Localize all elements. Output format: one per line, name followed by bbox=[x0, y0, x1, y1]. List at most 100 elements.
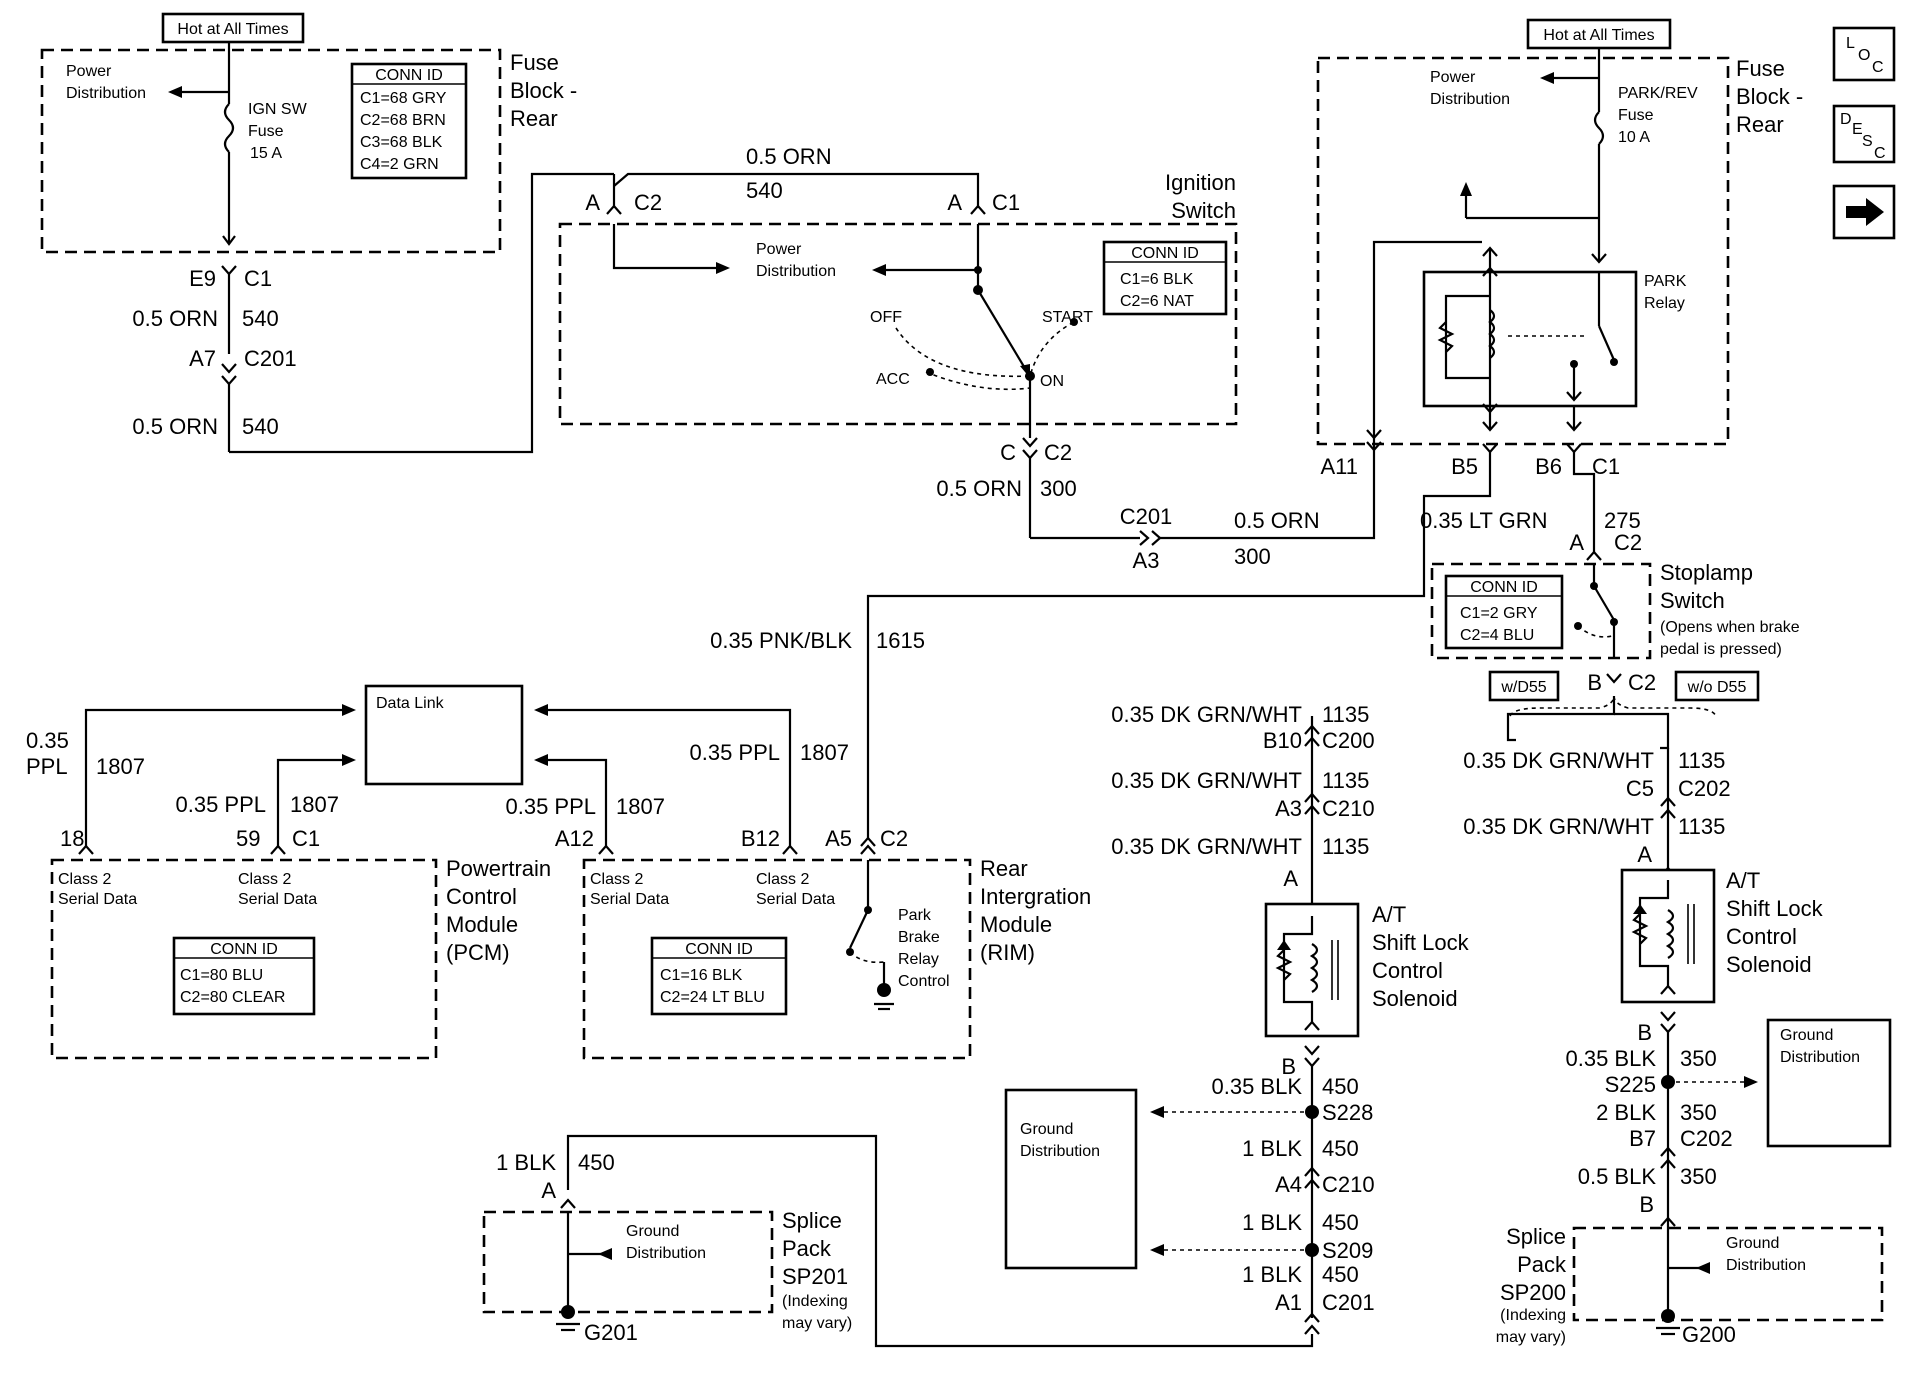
svg-text:(RIM): (RIM) bbox=[980, 940, 1035, 965]
svg-text:Distribution: Distribution bbox=[1430, 91, 1510, 108]
fuse-block-outline-right bbox=[1316, 56, 1730, 446]
svg-text:Serial Data: Serial Data bbox=[590, 891, 669, 908]
svg-text:540: 540 bbox=[746, 178, 783, 203]
svg-text:C201: C201 bbox=[1322, 1290, 1375, 1315]
svg-text:SP200: SP200 bbox=[1500, 1280, 1566, 1305]
svg-text:C1: C1 bbox=[992, 190, 1020, 215]
svg-text:0.35 PPL: 0.35 PPL bbox=[175, 792, 266, 817]
stoplamp-switch-outline bbox=[1430, 562, 1652, 660]
hot-at-all-times-text-left: Hot at All Times bbox=[177, 21, 288, 38]
svg-text:(Indexing: (Indexing bbox=[782, 1293, 848, 1310]
hot-at-all-times-label-right bbox=[1526, 18, 1672, 50]
svg-text:1135: 1135 bbox=[1322, 768, 1369, 793]
svg-text:Shift Lock: Shift Lock bbox=[1726, 896, 1824, 921]
svg-text:C2: C2 bbox=[1044, 440, 1072, 465]
svg-text:Control: Control bbox=[898, 973, 950, 990]
svg-text:Class 2: Class 2 bbox=[58, 871, 111, 888]
svg-text:1135: 1135 bbox=[1678, 814, 1725, 839]
svg-text:C2=6 NAT: C2=6 NAT bbox=[1120, 293, 1194, 310]
svg-text:1135: 1135 bbox=[1322, 834, 1369, 859]
data-link: Data Link 0.35 PPL 1807 0.35 PPL 1807 0.… bbox=[26, 684, 849, 846]
solenoid-coil-icon-left bbox=[1309, 943, 1319, 993]
svg-text:300: 300 bbox=[1234, 544, 1271, 569]
svg-text:C1=16 BLK: C1=16 BLK bbox=[660, 967, 743, 984]
svg-text:C201: C201 bbox=[244, 346, 297, 371]
next-page-button[interactable] bbox=[1832, 184, 1896, 240]
svg-text:Distribution: Distribution bbox=[1780, 1049, 1860, 1066]
rear-integration-module: Rear Intergration Module (RIM) A12 B12 A… bbox=[555, 826, 1091, 1060]
fuse-block-title-left: Fuse bbox=[510, 50, 559, 75]
svg-text:w/o D55: w/o D55 bbox=[1687, 679, 1747, 696]
svg-text:w/D55: w/D55 bbox=[1500, 679, 1546, 696]
rim-outline bbox=[582, 858, 972, 1060]
shift-lock-solenoid-right: 0.35 DK GRN/WHT 1135 C5 C202 0.35 DK GRN… bbox=[1463, 748, 1892, 1228]
svg-text:CONN ID: CONN ID bbox=[210, 941, 278, 958]
conn-id-table-ignition: CONN ID C1=6 BLK C2=6 NAT bbox=[1102, 240, 1228, 316]
svg-text:450: 450 bbox=[1322, 1074, 1359, 1099]
splice-s225: S225 bbox=[1605, 1072, 1656, 1097]
svg-text:D: D bbox=[1840, 111, 1852, 128]
sp201-outline bbox=[482, 1210, 774, 1314]
svg-text:ON: ON bbox=[1040, 373, 1064, 390]
svg-text:C2: C2 bbox=[880, 826, 908, 851]
svg-text:C: C bbox=[1872, 59, 1884, 76]
svg-text:B: B bbox=[1281, 1054, 1296, 1079]
svg-text:540: 540 bbox=[242, 414, 279, 439]
description-button[interactable]: D E S C bbox=[1832, 104, 1896, 164]
svg-text:Module: Module bbox=[980, 912, 1052, 937]
ground-distribution-box-left bbox=[1004, 1088, 1138, 1270]
fuse-block-outline-left bbox=[40, 48, 502, 254]
svg-text:1 BLK: 1 BLK bbox=[1242, 1210, 1302, 1235]
power-distribution-label-ignition: Power bbox=[756, 241, 802, 258]
svg-text:1615: 1615 bbox=[876, 628, 925, 653]
ignition-switch: Ignition Switch Power Distribution OFF S… bbox=[558, 170, 1238, 438]
svg-text:A3: A3 bbox=[1275, 796, 1302, 821]
hot-at-all-times-label-left bbox=[161, 12, 305, 44]
ground-distribution-box-right bbox=[1766, 1018, 1892, 1148]
svg-text:Control: Control bbox=[446, 884, 517, 909]
svg-text:C202: C202 bbox=[1678, 776, 1731, 801]
fuse-block-title-right: Fuse bbox=[1736, 56, 1785, 81]
conn-id-table-pcm: CONN ID C1=80 BLU C2=80 CLEAR bbox=[172, 936, 316, 1016]
svg-text:0.5 ORN: 0.5 ORN bbox=[746, 144, 832, 169]
svg-text:A: A bbox=[541, 1178, 556, 1203]
svg-text:Fuse: Fuse bbox=[1618, 107, 1654, 124]
sp200-outline bbox=[1572, 1226, 1884, 1322]
svg-text:A1: A1 bbox=[1275, 1290, 1302, 1315]
option-wo-d55-badge bbox=[1674, 670, 1760, 702]
option-w-d55-badge bbox=[1488, 670, 1560, 702]
svg-text:Class 2: Class 2 bbox=[590, 871, 643, 888]
svg-text:C2=4 BLU: C2=4 BLU bbox=[1460, 627, 1534, 644]
svg-text:E9: E9 bbox=[189, 266, 216, 291]
svg-text:C200: C200 bbox=[1322, 728, 1375, 753]
svg-text:0.5 BLK: 0.5 BLK bbox=[1578, 1164, 1657, 1189]
svg-text:Distribution: Distribution bbox=[66, 85, 146, 102]
svg-text:A3: A3 bbox=[1133, 548, 1160, 573]
wire-1615: 0.35 PNK/BLK 1615 bbox=[710, 538, 1426, 847]
svg-text:C4=2 GRN: C4=2 GRN bbox=[360, 156, 439, 173]
svg-text:Solenoid: Solenoid bbox=[1726, 952, 1812, 977]
shift-lock-solenoid-left: 0.35 DK GRN/WHT 1135 B10 C200 0.35 DK GR… bbox=[566, 702, 1470, 1348]
relay-coil-icon bbox=[1488, 309, 1496, 359]
svg-text:2 BLK: 2 BLK bbox=[1596, 1100, 1656, 1125]
ground-g201: G201 bbox=[584, 1320, 638, 1345]
sp201-title: Splice bbox=[782, 1208, 842, 1233]
svg-text:CONN ID: CONN ID bbox=[375, 67, 443, 84]
svg-text:(PCM): (PCM) bbox=[446, 940, 510, 965]
power-distribution-label-left: Power bbox=[66, 63, 112, 80]
svg-text:Ground: Ground bbox=[1726, 1235, 1779, 1252]
svg-text:START: START bbox=[1042, 309, 1093, 326]
fuse-block-rear-left: Hot at All Times Fuse Block - Rear Power… bbox=[40, 12, 577, 254]
svg-text:350: 350 bbox=[1680, 1100, 1717, 1125]
location-button[interactable]: L O C bbox=[1832, 26, 1896, 82]
svg-text:1807: 1807 bbox=[616, 794, 665, 819]
svg-text:0.5 ORN: 0.5 ORN bbox=[1234, 508, 1320, 533]
stoplamp-switch-title: Stoplamp bbox=[1660, 560, 1753, 585]
hot-at-all-times-text-right: Hot at All Times bbox=[1543, 27, 1654, 44]
svg-text:C2: C2 bbox=[1614, 530, 1642, 555]
svg-text:0.35 DK GRN/WHT: 0.35 DK GRN/WHT bbox=[1111, 834, 1302, 859]
splice-pack-sp200: Splice Pack SP200 (Indexing may vary) Gr… bbox=[1496, 1224, 1884, 1347]
svg-text:S: S bbox=[1862, 133, 1873, 150]
sp200-title: Splice bbox=[1506, 1224, 1566, 1249]
svg-text:A: A bbox=[1283, 866, 1298, 891]
